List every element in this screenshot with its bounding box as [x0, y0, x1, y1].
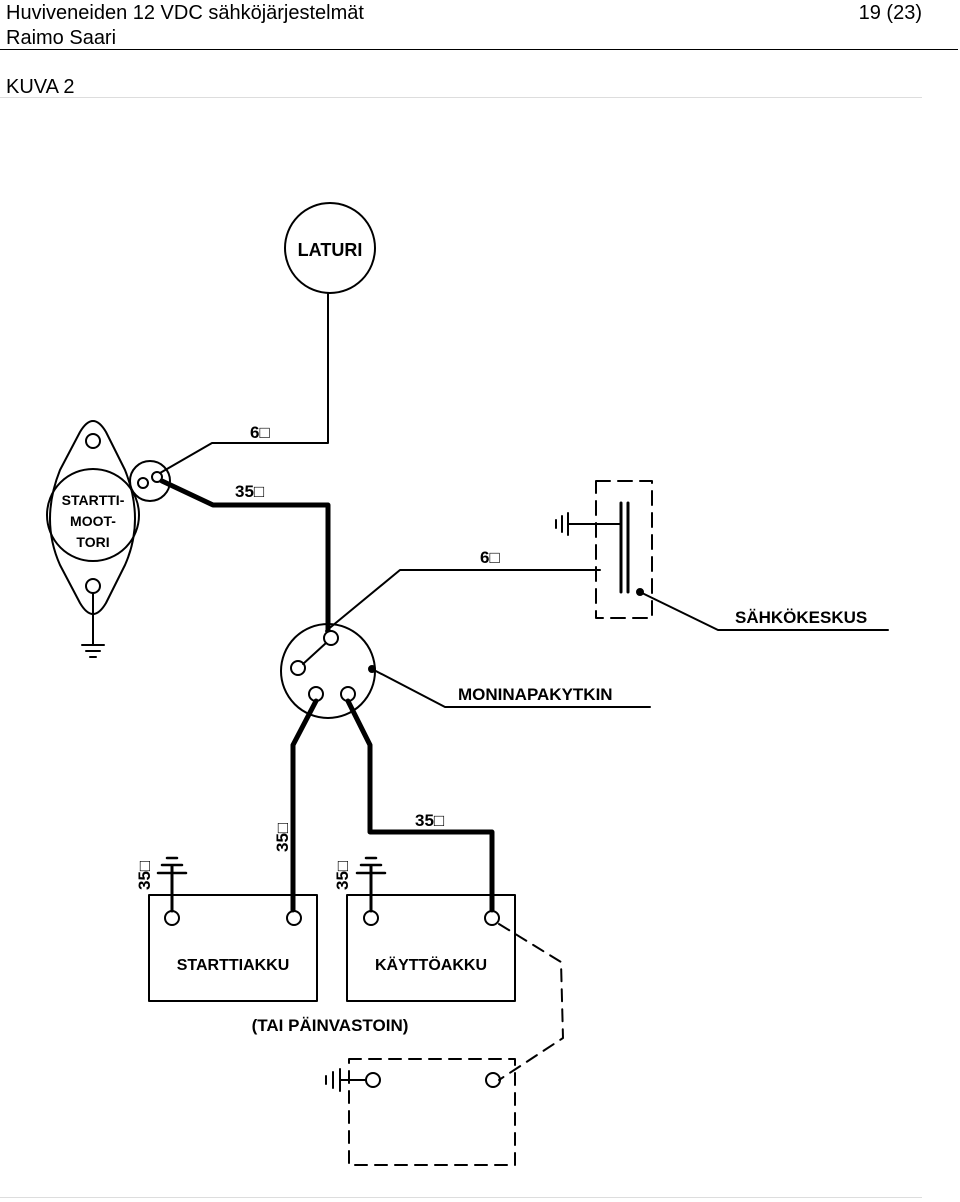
document-author: Raimo Saari — [6, 27, 117, 49]
panel-feed-wire — [325, 569, 601, 632]
extra-battery-negative — [365, 1072, 381, 1088]
start-battery-negative — [164, 910, 180, 926]
starter-motor-label-line2: MOOT- — [70, 513, 116, 529]
starter-motor-body — [49, 420, 136, 615]
panel-ground-symbol — [555, 512, 569, 536]
panel-wire-size: 6□ — [480, 548, 500, 567]
cable-house-battery — [345, 698, 495, 913]
solenoid-terminal-2 — [151, 471, 163, 483]
footer-rule — [0, 1197, 922, 1198]
extra-battery-ground-symbol — [325, 1068, 341, 1092]
house-battery-ground-symbol — [355, 856, 387, 875]
panel-label-leader — [639, 591, 889, 631]
battery-switch-label: MONINAPAKYTKIN — [458, 685, 613, 704]
motor-ground-symbol — [81, 644, 105, 658]
figure-label: KUVA 2 — [6, 76, 75, 98]
house-battery-ground-size: 35□ — [333, 861, 352, 890]
starter-motor-label-line1: STARTTI- — [62, 492, 125, 508]
start-battery-box — [148, 894, 318, 1002]
starter-mount-hole-bottom — [85, 578, 101, 594]
house-battery-label: KÄYTTÖAKKU — [375, 955, 487, 974]
start-battery-label: STARTTIAKKU — [177, 957, 290, 974]
extra-battery-positive — [485, 1072, 501, 1088]
starter-motor-circle — [46, 468, 140, 562]
start-battery-ground-symbol — [156, 856, 188, 875]
distribution-panel — [595, 480, 653, 619]
alternator-symbol — [284, 202, 376, 294]
header-rule — [0, 49, 958, 50]
document-title: Huviveneiden 12 VDC sähköjärjestelmät — [6, 2, 364, 24]
starter-mount-hole-top — [85, 433, 101, 449]
extra-battery-link — [498, 923, 564, 1081]
start-cable-size: 35□ — [273, 823, 292, 852]
start-battery-ground-size: 35□ — [135, 861, 154, 890]
alternator-label: LATURI — [298, 240, 363, 260]
extra-battery-box — [348, 1058, 516, 1166]
starter-solenoid — [129, 460, 171, 502]
house-cable-size: 35□ — [415, 811, 444, 830]
battery-switch — [280, 623, 376, 719]
page-number: 19 (23) — [858, 2, 922, 24]
alternator-wire-size: 6□ — [250, 423, 270, 442]
house-battery-negative — [363, 910, 379, 926]
solenoid-terminal-1 — [137, 477, 149, 489]
motor-cable-size: 35□ — [235, 482, 264, 501]
switch-terminal-left — [290, 660, 306, 676]
switch-contact-arm — [302, 642, 327, 665]
switch-terminal-top — [323, 630, 339, 646]
main-cable-motor — [159, 478, 331, 633]
start-battery-positive — [286, 910, 302, 926]
cable-start-battery — [290, 698, 319, 913]
distribution-panel-label: SÄHKÖKESKUS — [735, 608, 867, 627]
figure-rule — [0, 97, 922, 98]
switch-label-leader — [371, 668, 651, 708]
alternator-wire — [159, 292, 329, 474]
house-battery-box — [346, 894, 516, 1002]
starter-motor-label-line3: TORI — [76, 534, 109, 550]
reversible-note: (TAI PÄINVASTOIN) — [252, 1016, 409, 1035]
house-battery-positive — [484, 910, 500, 926]
